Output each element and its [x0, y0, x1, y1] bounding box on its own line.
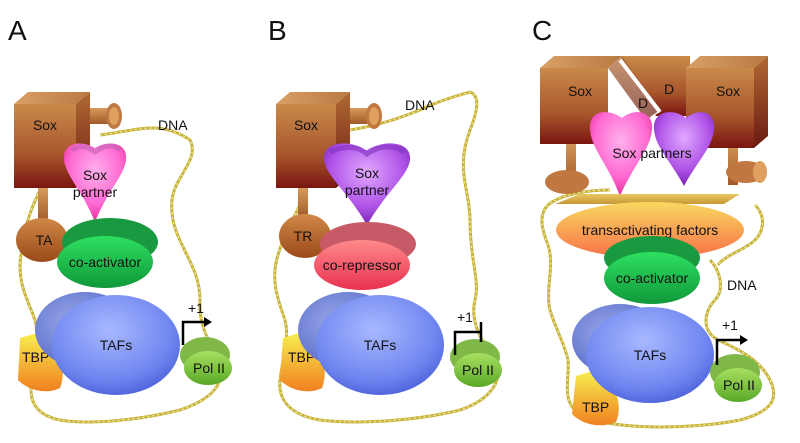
dna-label: DNA: [405, 97, 435, 113]
pol2: Pol II: [450, 339, 502, 387]
coactivator: co-activator: [604, 236, 700, 304]
tss-arrow: +1: [181, 300, 212, 345]
panel-a: A DNA Sox Sox partner T: [8, 15, 232, 424]
panel-c: C DNA Sox D D: [532, 15, 776, 429]
ta-label: TA: [36, 232, 54, 248]
dna-strand-highlight: [19, 127, 222, 423]
sox-partner-heart: Sox partner: [323, 143, 411, 225]
pol2-label: Pol II: [723, 377, 755, 393]
panel-c-letter: C: [532, 15, 552, 46]
tbp-label: TBP: [582, 399, 609, 415]
sox-linker: [298, 188, 308, 218]
sox-partner-line2: partner: [345, 182, 390, 198]
tss-blocked: +1: [453, 309, 483, 355]
panel-b-letter: B: [268, 15, 287, 46]
tss-arrow: +1: [715, 317, 748, 365]
tafs-label: TAFs: [100, 337, 132, 353]
coactivator: co-activator: [57, 218, 158, 288]
sox-partner-line1: Sox: [355, 165, 379, 181]
dna-label: DNA: [727, 277, 757, 293]
sox-legs: [545, 140, 767, 194]
dimer-d-bottom: D: [638, 95, 648, 111]
tbp-label: TBP: [22, 349, 49, 365]
coactivator-label: co-activator: [69, 254, 142, 270]
sox-partner-heart: Sox partner: [63, 143, 127, 222]
corepressor: co-repressor: [314, 222, 416, 290]
tafs: TAFs: [35, 292, 180, 395]
pol2-label: Pol II: [462, 362, 494, 378]
tr-label: TR: [294, 228, 313, 244]
tss-label: +1: [722, 317, 738, 333]
sox-label: Sox: [294, 117, 318, 133]
sox-arm: [344, 103, 382, 129]
sox-left-label: Sox: [568, 83, 592, 99]
panel-b: B DNA Sox Sox partner TR: [268, 15, 502, 424]
tss-label: +1: [457, 309, 473, 325]
sox-arm: [84, 103, 122, 129]
tafs-label: TAFs: [634, 347, 666, 363]
sox-partners-label: Sox partners: [612, 145, 691, 161]
sox-label: Sox: [33, 117, 57, 133]
sox-linker: [38, 188, 48, 222]
pol2: Pol II: [710, 354, 762, 402]
pol2: Pol II: [180, 337, 232, 385]
tafs-label: TAFs: [364, 337, 396, 353]
pol2-label: Pol II: [193, 360, 225, 376]
tr-domain: TR: [279, 214, 331, 258]
tafs: TAFs: [298, 292, 444, 395]
panel-a-letter: A: [8, 15, 27, 46]
tafs: TAFs: [572, 304, 714, 403]
transactivating-factors: transactivating factors: [555, 194, 744, 258]
corepressor-label: co-repressor: [323, 257, 402, 273]
sox-box: Sox: [14, 92, 90, 188]
dimerization-block: D D: [608, 56, 690, 120]
tss-label: +1: [188, 300, 204, 316]
dna-strand-highlight: [541, 189, 775, 428]
coactivator-label: co-activator: [616, 270, 689, 286]
sox-right-label: Sox: [716, 83, 740, 99]
sox-partner-line2: partner: [73, 184, 118, 200]
dna-label: DNA: [158, 117, 188, 133]
sox-box: Sox: [276, 92, 350, 188]
ta-domain: TA: [16, 218, 68, 262]
sox-partners: Sox partners: [589, 112, 715, 196]
transactivating-label: transactivating factors: [582, 222, 718, 238]
sox-partner-line1: Sox: [83, 167, 107, 183]
dimer-d-top: D: [664, 81, 674, 97]
